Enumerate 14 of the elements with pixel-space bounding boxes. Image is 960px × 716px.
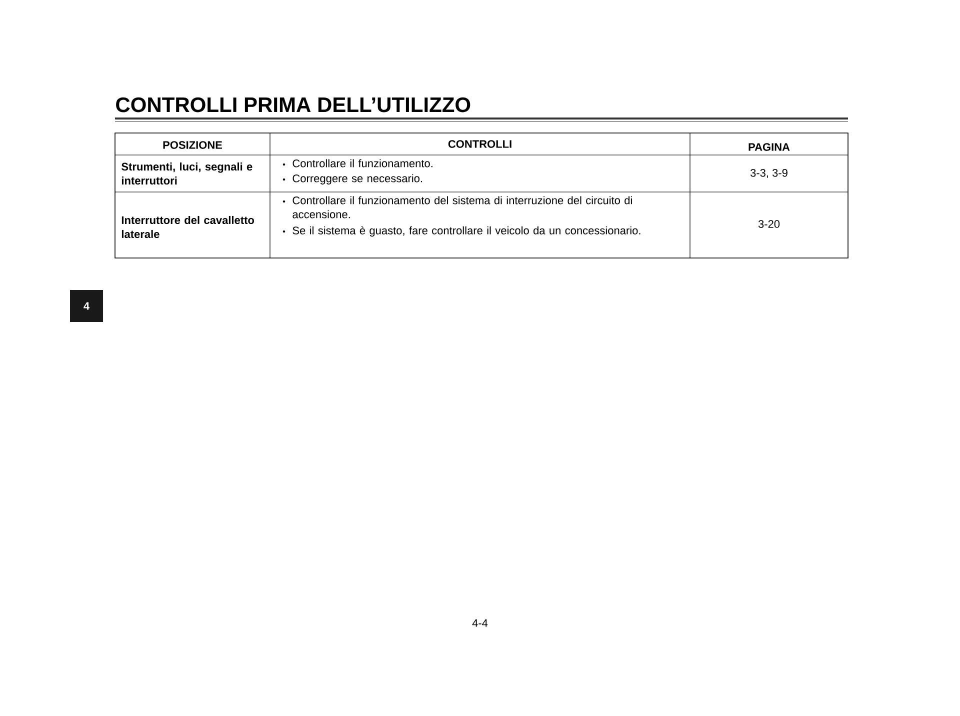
page-reference: 3-20 — [758, 220, 780, 228]
page-reference: 3-3, 3-9 — [750, 168, 788, 178]
row-heading: Interruttore del cavalletto laterale — [122, 216, 254, 238]
table-text: Controllare il funzionamento del sistema di interruzione del circuito di accensione. — [292, 196, 632, 218]
column-header: POSIZIONE — [163, 141, 222, 149]
page-title: CONTROLLI PRIMA DELL’UTILIZZO — [116, 97, 470, 112]
column-header: PAGINA — [748, 143, 790, 151]
chapter-tab: 4 — [70, 290, 103, 322]
column-header: CONTROLLI — [448, 140, 512, 148]
row-heading: Strumenti, luci, segnali e interruttori — [122, 162, 252, 185]
table-text: Correggere se necessario. — [292, 174, 422, 184]
table-text: Se il sistema è guasto, fare controllare il veicolo da un concessionario. — [292, 226, 640, 237]
page-number: 4-4 — [472, 619, 488, 627]
table-text: Controllare il funzionamento. — [292, 159, 432, 168]
